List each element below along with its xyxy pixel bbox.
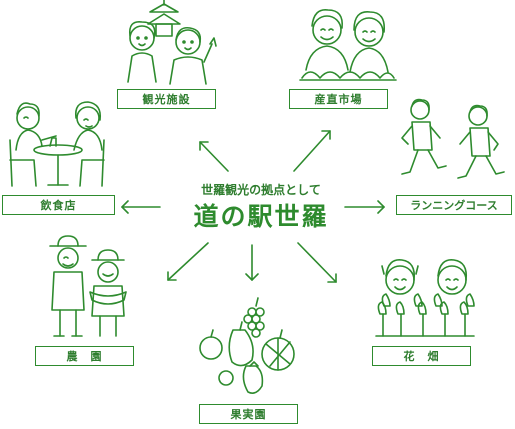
arrow-to-sightseeing [199, 141, 229, 172]
sightseeing-illustration [127, 0, 217, 85]
node-orchard: 果実園 [199, 404, 298, 424]
orchard-illustration [199, 297, 295, 394]
node-farm: 農 園 [35, 346, 134, 366]
arrow-to-local-market [293, 130, 331, 172]
arrow-to-restaurant [121, 200, 161, 214]
center-title: 道の駅世羅 [193, 202, 329, 231]
node-restaurant: 飲食店 [2, 195, 115, 215]
restaurant-illustration [9, 101, 105, 187]
node-flower-field: 花 畑 [372, 346, 471, 366]
arrow-to-orchard [245, 244, 259, 281]
arrow-to-farm [167, 242, 209, 281]
running-course-illustration [401, 98, 505, 179]
node-sightseeing: 観光施設 [117, 89, 216, 109]
arrow-to-running-course [344, 200, 385, 214]
arrow-to-flower-field [297, 242, 337, 283]
node-running-course: ランニングコース [396, 195, 512, 215]
flower-field-illustration [375, 259, 475, 337]
local-market-illustration [299, 9, 397, 81]
center-subtitle: 世羅観光の拠点として [201, 183, 321, 197]
node-local-market: 産直市場 [289, 89, 388, 109]
farm-illustration [49, 235, 127, 337]
